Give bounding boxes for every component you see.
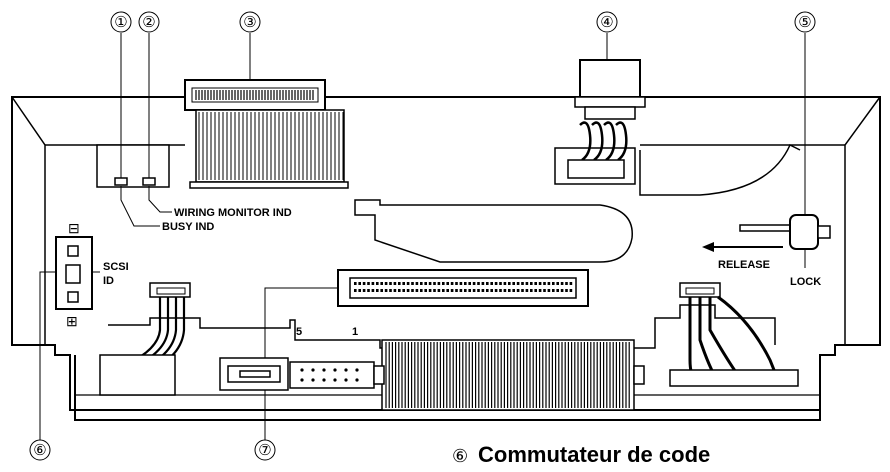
pin-5-label: 5 (296, 326, 302, 338)
release-label: RELEASE (718, 259, 770, 271)
bottom-connectors (99, 354, 645, 396)
caption-text: Commutateur de code (478, 442, 710, 467)
middle-plate (354, 199, 633, 263)
callout-3: ③ (243, 14, 256, 31)
wiring-monitor-indicator-led (142, 177, 156, 186)
busy-ind-label: BUSY IND (162, 221, 214, 233)
indicator-window (96, 144, 170, 188)
indicator-leaders (120, 33, 172, 227)
chassis-outline (11, 96, 881, 421)
minus-symbol: ⊟ (68, 220, 80, 236)
busy-indicator-led (114, 177, 128, 186)
scsi-connector[interactable] (337, 269, 589, 307)
callout-2: ② (142, 14, 155, 31)
bottom-pin-dots (300, 368, 359, 382)
callout-7: ⑦ (258, 442, 271, 459)
caption-number: ⑥ (452, 446, 468, 466)
pin-1-label: 1 (352, 326, 358, 338)
lock-lever[interactable] (739, 214, 831, 250)
callout-6: ⑥ (33, 442, 46, 459)
inner-panel-curve (639, 143, 801, 196)
bottom-ribbon-cable (381, 339, 635, 411)
top-ribbon-connector (184, 79, 349, 189)
lock-label: LOCK (790, 276, 821, 288)
pcb-edge (108, 304, 776, 349)
scsi-id-switch[interactable] (55, 236, 93, 310)
release-arrow (702, 242, 783, 252)
scsi-label: SCSI (103, 261, 129, 273)
plus-symbol: ⊞ (66, 313, 78, 329)
callout-4: ④ (600, 14, 613, 31)
callout-5: ⑤ (798, 14, 811, 31)
right-cable-harness (669, 282, 799, 387)
callout-1: ① (114, 14, 127, 31)
wiring-monitor-ind-label: WIRING MONITOR IND (174, 207, 292, 219)
callout-numbers: ① ② ③ ④ ⑤ ⑥ ⑦ (29, 11, 816, 461)
callout-6-leader (39, 271, 56, 440)
id-label: ID (103, 275, 114, 287)
power-connector (554, 59, 646, 185)
